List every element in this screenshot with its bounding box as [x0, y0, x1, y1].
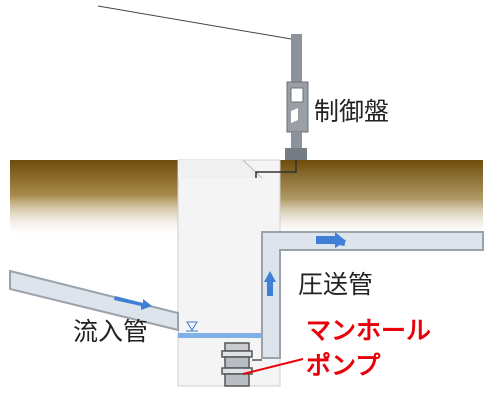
- flow-arrow-tail: [329, 237, 346, 246]
- ground-left: [10, 160, 178, 238]
- manhole-pump-label-line2: ポンプ: [306, 351, 381, 380]
- flow-arrow-icon: [114, 296, 152, 310]
- pump-icon: [221, 342, 262, 387]
- control-panel-icon: [285, 34, 309, 160]
- manhole-pump-label-line1: マンホール: [306, 316, 431, 345]
- ground-right: [280, 160, 483, 238]
- manhole-cover-slab: [178, 160, 262, 178]
- manhole-cover-edge: [242, 159, 263, 179]
- flow-arrow-icon: [264, 271, 276, 296]
- pressure-pipe-label: 圧送管: [298, 270, 373, 299]
- water-level-icon: [186, 321, 198, 331]
- pump-callout-line: [242, 358, 304, 375]
- pressure-pipe: [261, 231, 484, 359]
- inflow-pipe-label: 流入管: [73, 317, 148, 346]
- power-wire: [97, 5, 298, 41]
- control-panel-label: 制御盤: [314, 97, 389, 126]
- control-cable: [255, 160, 297, 178]
- water-surface: [178, 333, 262, 338]
